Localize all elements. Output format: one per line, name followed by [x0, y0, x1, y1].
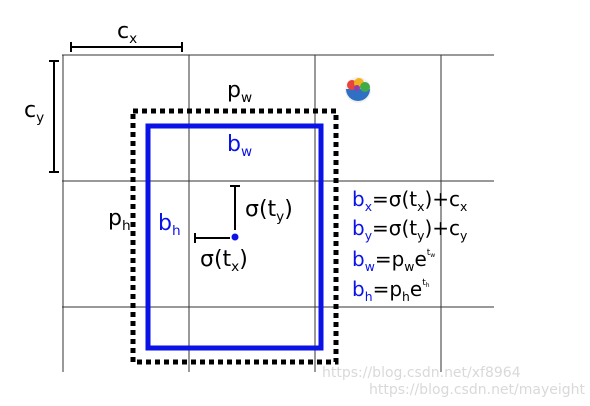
sigma-ty-bracket	[230, 185, 240, 230]
cx-label: cx	[117, 19, 137, 47]
equation-bx: bx=σ(tx)+cx	[352, 187, 467, 214]
cx-bracket	[70, 42, 183, 52]
bw-label: bw	[227, 132, 252, 160]
equation-bw: bw=pwetw	[352, 247, 435, 274]
predicted-box	[145, 123, 324, 351]
box-center-point	[231, 233, 239, 241]
equation-bh: bh=pheth	[352, 277, 430, 304]
cy-bracket	[49, 60, 59, 173]
anchor-box	[130, 108, 339, 365]
equation-by: by=σ(ty)+cy	[352, 216, 467, 243]
watermark-1: https://blog.csdn.net/xf8964	[322, 365, 521, 381]
bh-label: bh	[158, 211, 181, 239]
equations: bx=σ(tx)+cx by=σ(ty)+cy bw=pwetw bh=phet…	[352, 187, 467, 304]
sigma-tx-bracket	[194, 233, 230, 243]
watermark-2: https://blog.csdn.net/mayeight	[369, 382, 586, 398]
sigma-tx-label: σ(tx)	[200, 247, 248, 275]
sigma-ty-label: σ(ty)	[245, 197, 293, 225]
cy-label: cy	[24, 98, 44, 126]
ph-label: ph	[108, 206, 131, 234]
food-bowl-icon	[345, 77, 371, 103]
pw-label: pw	[227, 78, 252, 106]
